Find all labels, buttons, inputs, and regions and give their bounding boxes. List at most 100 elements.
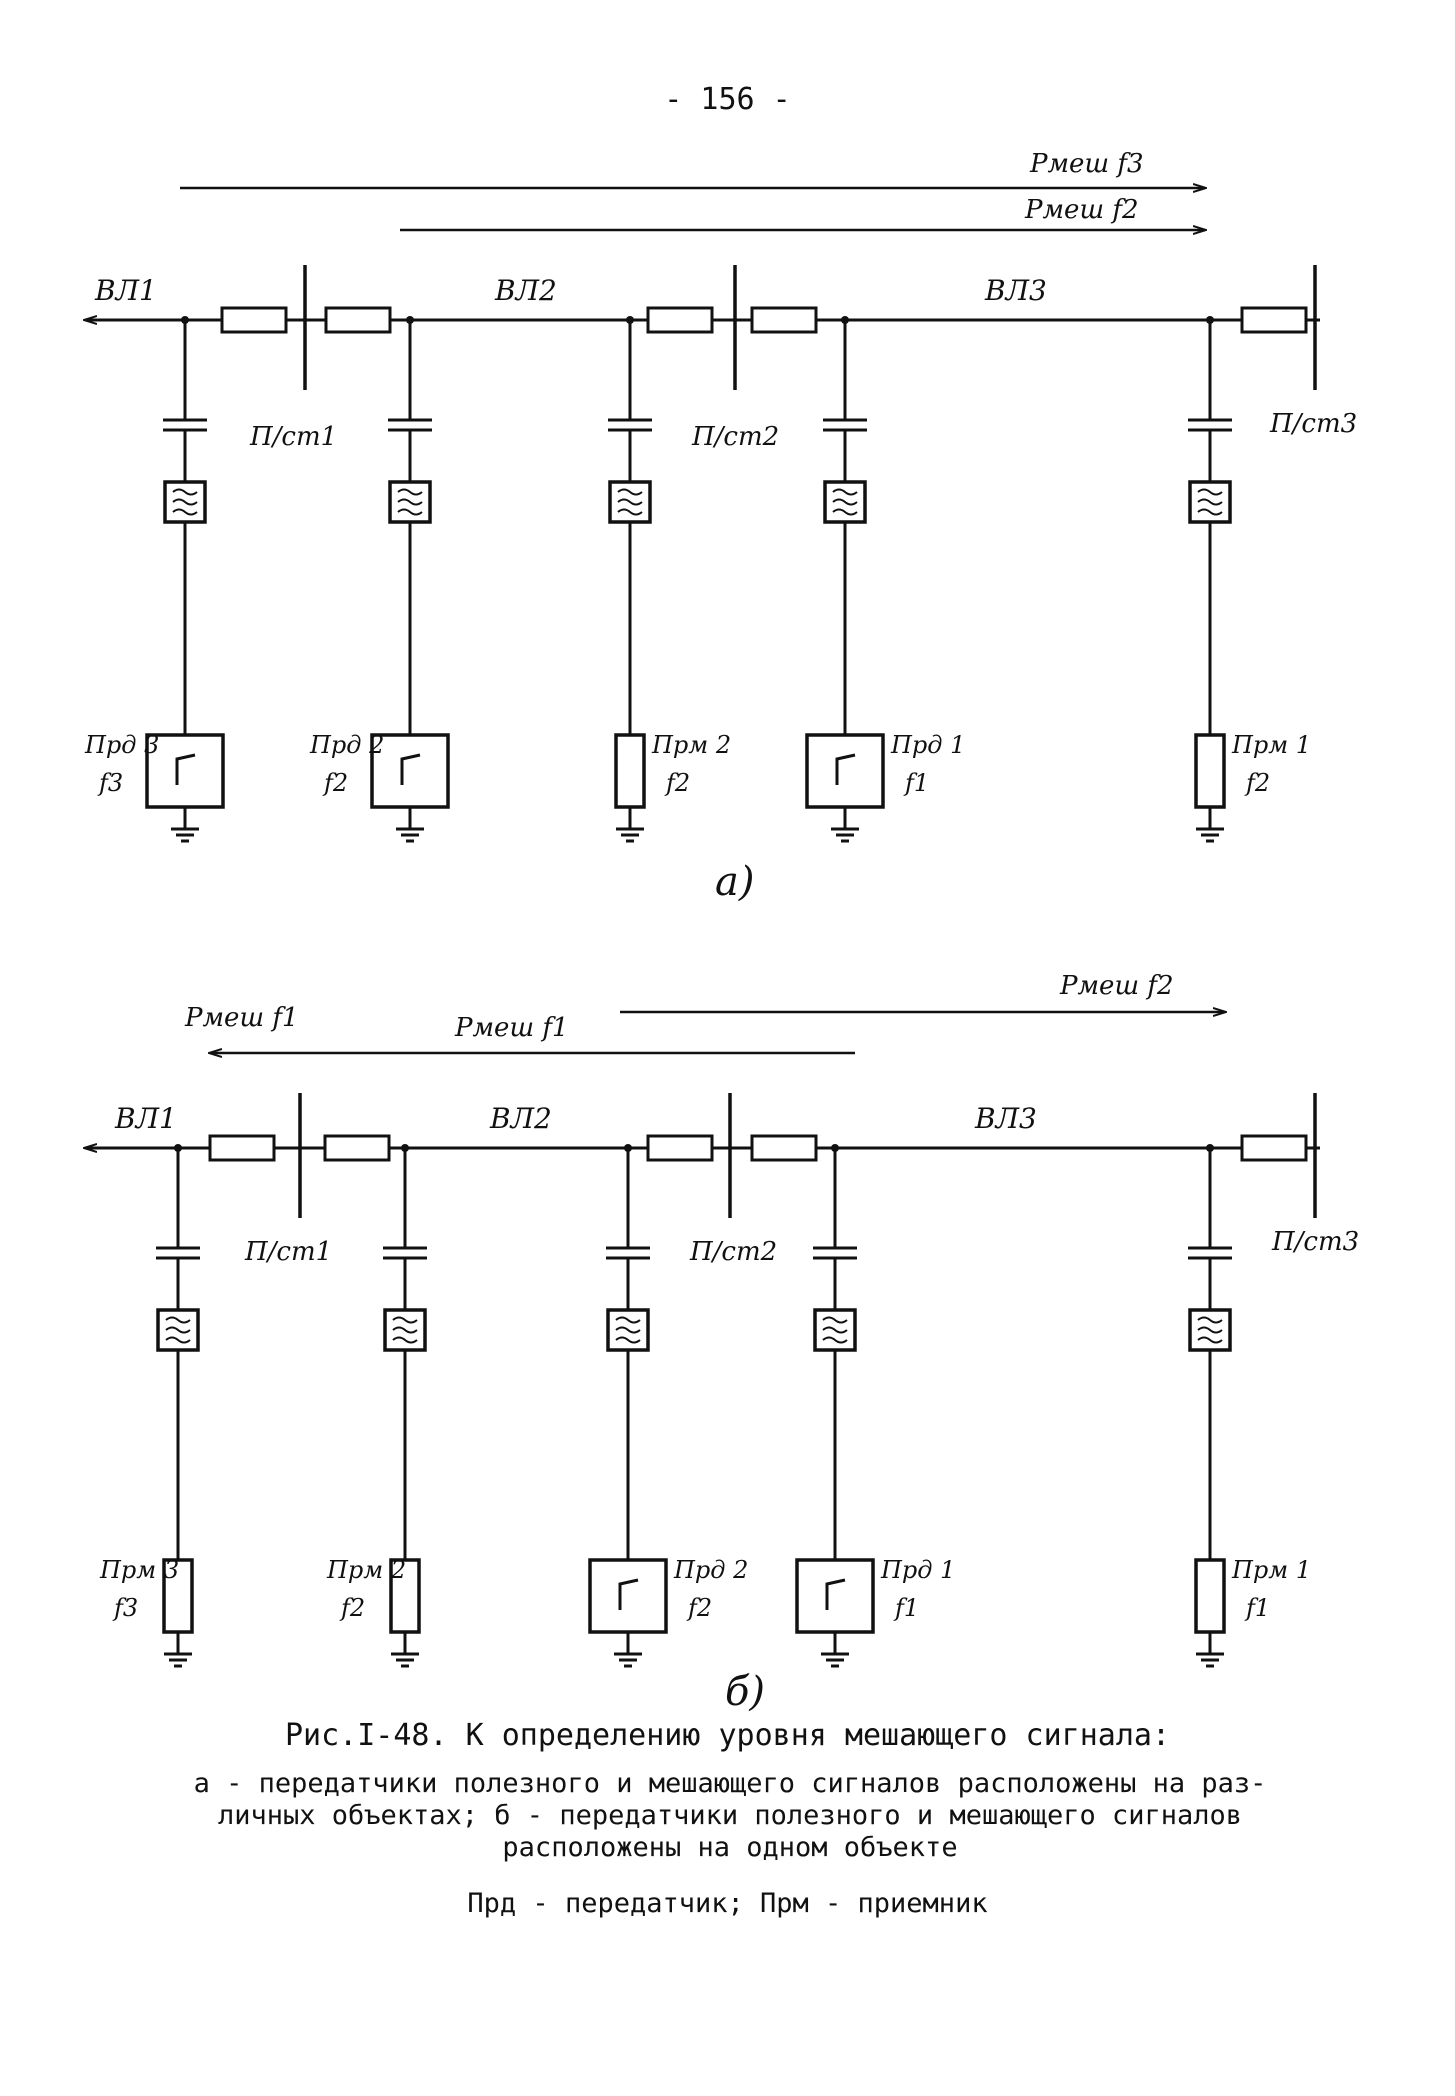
filter-wave: [165, 1326, 191, 1334]
substation-label: П/ст3: [1269, 409, 1357, 439]
filter-wave: [165, 1336, 191, 1344]
generator-symbol: [825, 1578, 846, 1610]
transmitter-box: [795, 1558, 875, 1634]
filter-wave: [617, 498, 643, 506]
line-label: ВЛ2: [489, 1102, 552, 1135]
frequency-label: f3: [97, 769, 123, 797]
filter-wave: [822, 1316, 848, 1324]
substation-label: П/ст2: [689, 1237, 777, 1267]
filter-wave: [615, 1316, 641, 1324]
equipment-label: Прд 3: [84, 731, 159, 759]
filter-wave: [832, 488, 858, 496]
line-trap: [750, 306, 818, 334]
substation-label: П/ст1: [244, 1237, 332, 1267]
substation-label: П/ст3: [1271, 1227, 1359, 1257]
receiver-box: [389, 1558, 421, 1634]
equipment-label: Прм 1: [1231, 731, 1311, 759]
frequency-label: f3: [112, 1594, 138, 1622]
frequency-label: f2: [322, 769, 348, 797]
interference-label: Рмеш f3: [1029, 149, 1144, 179]
figure-caption-legend: Прд - передатчик; Прм - приемник: [467, 1888, 988, 1919]
transmitter-box: [805, 733, 885, 809]
caption-line-2: личных объектах; б - передатчики полезно…: [217, 1800, 1243, 1831]
filter-wave: [822, 1326, 848, 1334]
filter-wave: [1197, 488, 1223, 496]
frequency-label: f2: [339, 1594, 365, 1622]
interference-label: Рмеш f1: [184, 1003, 299, 1033]
frequency-label: f1: [893, 1594, 919, 1622]
receiver-box: [614, 733, 646, 809]
line-trap: [750, 1134, 818, 1162]
line-label: ВЛ1: [94, 274, 157, 307]
frequency-label: f1: [903, 769, 929, 797]
equipment-label: Прд 2: [673, 1556, 748, 1584]
interference-label: Рмеш f2: [1059, 971, 1174, 1001]
figure-caption-title: Рис.I-48. К определению уровня мешающего…: [284, 1718, 1170, 1753]
filter-wave: [392, 1336, 418, 1344]
filter-wave: [617, 488, 643, 496]
line-trap: [646, 306, 714, 334]
filter-wave: [397, 488, 423, 496]
frequency-label: f2: [686, 1594, 712, 1622]
caption-line-1: а - передатчики полезного и мешающего си…: [193, 1768, 1267, 1799]
filter-wave: [617, 508, 643, 516]
frequency-label: f1: [1244, 1594, 1270, 1622]
filter-wave: [1197, 498, 1223, 506]
equipment-label: Прм 3: [99, 1556, 179, 1584]
equipment-label: Прм 2: [651, 731, 731, 759]
equipment-label: Прд 1: [880, 1556, 955, 1584]
filter-wave: [392, 1326, 418, 1334]
interference-label: Рмеш f1: [454, 1013, 569, 1043]
filter-wave: [165, 1316, 191, 1324]
line-trap: [323, 1134, 391, 1162]
receiver-box: [1194, 733, 1226, 809]
subfigure-label: б): [725, 1669, 765, 1715]
filter-wave: [615, 1336, 641, 1344]
filter-wave: [397, 498, 423, 506]
filter-wave: [832, 498, 858, 506]
transmitter-box: [145, 733, 225, 809]
generator-symbol: [618, 1578, 639, 1610]
filter-wave: [1197, 1316, 1223, 1324]
equipment-label: Прд 2: [309, 731, 384, 759]
line-trap: [324, 306, 392, 334]
filter-wave: [1197, 1326, 1223, 1334]
line-trap: [646, 1134, 714, 1162]
generator-symbol: [175, 753, 196, 785]
filter-wave: [615, 1326, 641, 1334]
line-label: ВЛ3: [984, 274, 1047, 307]
filter-wave: [1197, 1336, 1223, 1344]
transmitter-box: [588, 1558, 668, 1634]
subfigure-label: а): [715, 859, 754, 905]
filter-wave: [1197, 508, 1223, 516]
receiver-box: [1194, 1558, 1226, 1634]
line-trap: [220, 306, 288, 334]
line-trap: [1240, 306, 1308, 334]
equipment-label: Прд 1: [890, 731, 965, 759]
filter-wave: [822, 1336, 848, 1344]
receiver-box: [162, 1558, 194, 1634]
line-label: ВЛ1: [114, 1102, 177, 1135]
line-trap: [1240, 1134, 1308, 1162]
figure-caption-description: а - передатчики полезного и мешающего си…: [90, 1768, 1370, 1864]
filter-wave: [172, 508, 198, 516]
equipment-label: Прм 2: [326, 1556, 406, 1584]
page-number: - 156 -: [664, 82, 791, 117]
substation-label: П/ст1: [249, 422, 337, 452]
caption-line-3: расположены на одном объекте: [502, 1832, 958, 1863]
filter-wave: [172, 488, 198, 496]
filter-wave: [397, 508, 423, 516]
frequency-label: f2: [1244, 769, 1270, 797]
line-label: ВЛ3: [974, 1102, 1037, 1135]
equipment-label: Прм 1: [1231, 1556, 1311, 1584]
line-label: ВЛ2: [494, 274, 557, 307]
generator-symbol: [400, 753, 421, 785]
filter-wave: [832, 508, 858, 516]
frequency-label: f2: [664, 769, 690, 797]
line-trap: [208, 1134, 276, 1162]
interference-label: Рмеш f2: [1024, 195, 1139, 225]
filter-wave: [172, 498, 198, 506]
generator-symbol: [835, 753, 856, 785]
